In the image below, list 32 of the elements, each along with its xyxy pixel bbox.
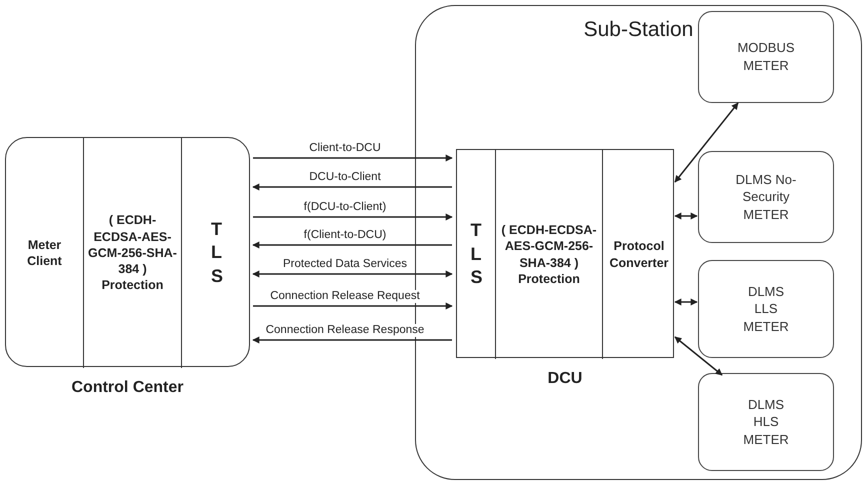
meter-box	[698, 151, 834, 243]
arrow	[252, 184, 452, 190]
meter-label: DLMS LLS METER	[742, 282, 790, 336]
meter-label: DLMS HLS METER	[742, 396, 790, 448]
arrow	[253, 214, 453, 220]
edge-label: f(DCU-to-Client)	[302, 201, 388, 214]
vertical-label: TLS	[470, 219, 482, 290]
section-label: ( ECDH-ECDSA-AES-GCM-256-SHA-384 ) Protection	[500, 222, 598, 287]
arrow	[252, 242, 452, 248]
arrow	[253, 302, 453, 310]
meter-box	[698, 11, 834, 103]
meter-box	[698, 260, 834, 358]
box-title: Sub-Station	[582, 17, 694, 43]
arrow	[253, 154, 453, 162]
arrow	[674, 102, 739, 183]
arrow	[674, 212, 698, 220]
arrow	[674, 298, 698, 306]
edge-label: Connection Release Request	[269, 290, 421, 303]
meter-label: DLMS No-Security METER	[735, 170, 797, 224]
box-caption: Control Center	[70, 378, 184, 398]
section-label: ( ECDH-ECDSA-AES-GCM-256-SHA-384 ) Protection	[88, 212, 177, 294]
edge-label: Connection Release Response	[264, 324, 426, 337]
arrow	[252, 270, 453, 278]
meter-label: MODBUS METER	[736, 39, 796, 75]
arrow	[674, 336, 723, 376]
section-label: Meter Client	[26, 236, 63, 270]
arrow	[252, 336, 452, 344]
box-caption: DCU	[546, 369, 584, 389]
edge-label: f(Client-to-DCU)	[302, 229, 388, 242]
meter-box	[698, 373, 834, 471]
vertical-label: TLS	[211, 218, 222, 288]
section-label: Protocol Converter	[608, 238, 670, 271]
